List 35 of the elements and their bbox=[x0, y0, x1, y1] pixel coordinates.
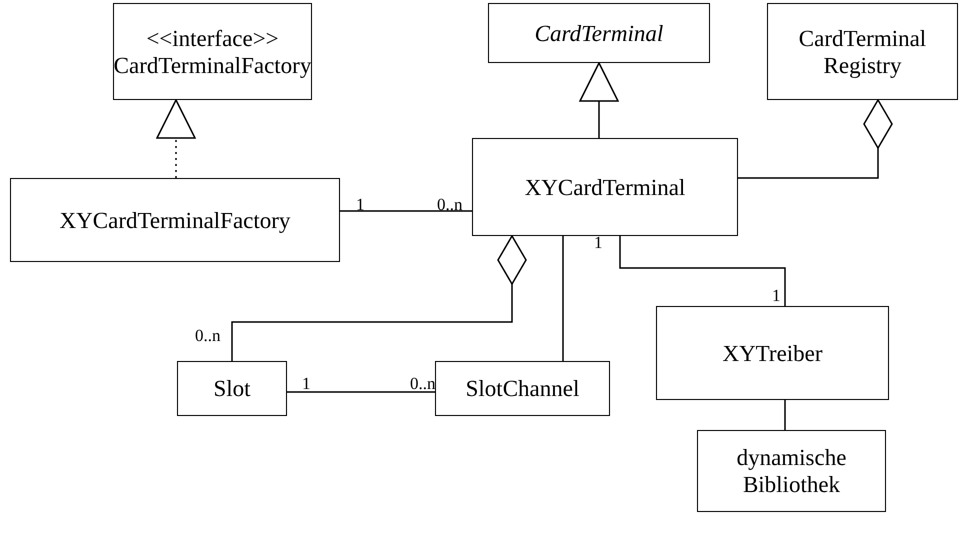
association-line bbox=[784, 400, 786, 430]
multiplicity-label: 0..n bbox=[195, 327, 220, 345]
class-box bbox=[697, 430, 886, 512]
multiplicity-label: 1 bbox=[772, 287, 780, 305]
class-name: CardTerminal bbox=[534, 20, 664, 46]
class-name: Slot bbox=[213, 375, 251, 402]
class-name: XYCardTerminalFactory bbox=[60, 206, 290, 234]
class-name: CardTerminalFactory bbox=[114, 52, 312, 78]
class-box bbox=[767, 3, 958, 100]
multiplicity-label: 0..n bbox=[437, 196, 462, 214]
inheritance-arrow bbox=[579, 62, 619, 138]
class-box bbox=[656, 306, 889, 400]
association-line bbox=[287, 391, 435, 393]
class-box bbox=[435, 361, 610, 416]
class-name: <<interface>> bbox=[146, 24, 279, 52]
aggregation-line bbox=[231, 235, 527, 361]
class-name: dynamische Bibliothek bbox=[736, 444, 848, 498]
class-box bbox=[177, 361, 287, 416]
multiplicity-label: 1 bbox=[302, 375, 310, 393]
class-box bbox=[10, 178, 340, 262]
interface-class-box bbox=[113, 3, 312, 100]
association-line bbox=[340, 210, 472, 212]
class-name: CardTerminal Registry bbox=[798, 24, 928, 78]
association-line bbox=[619, 236, 786, 306]
class-box bbox=[472, 138, 738, 236]
aggregation-line bbox=[738, 99, 893, 179]
class-name: XYCardTerminal bbox=[524, 174, 686, 200]
multiplicity-label: 0..n bbox=[410, 375, 436, 393]
class-name: SlotChannel bbox=[466, 375, 580, 402]
association-line bbox=[562, 236, 564, 361]
realization-arrow bbox=[156, 99, 196, 178]
class-name: XYTreiber bbox=[722, 340, 823, 366]
multiplicity-label: 1 bbox=[594, 234, 602, 252]
abstract-class-box bbox=[488, 3, 710, 63]
multiplicity-label: 1 bbox=[356, 196, 364, 214]
